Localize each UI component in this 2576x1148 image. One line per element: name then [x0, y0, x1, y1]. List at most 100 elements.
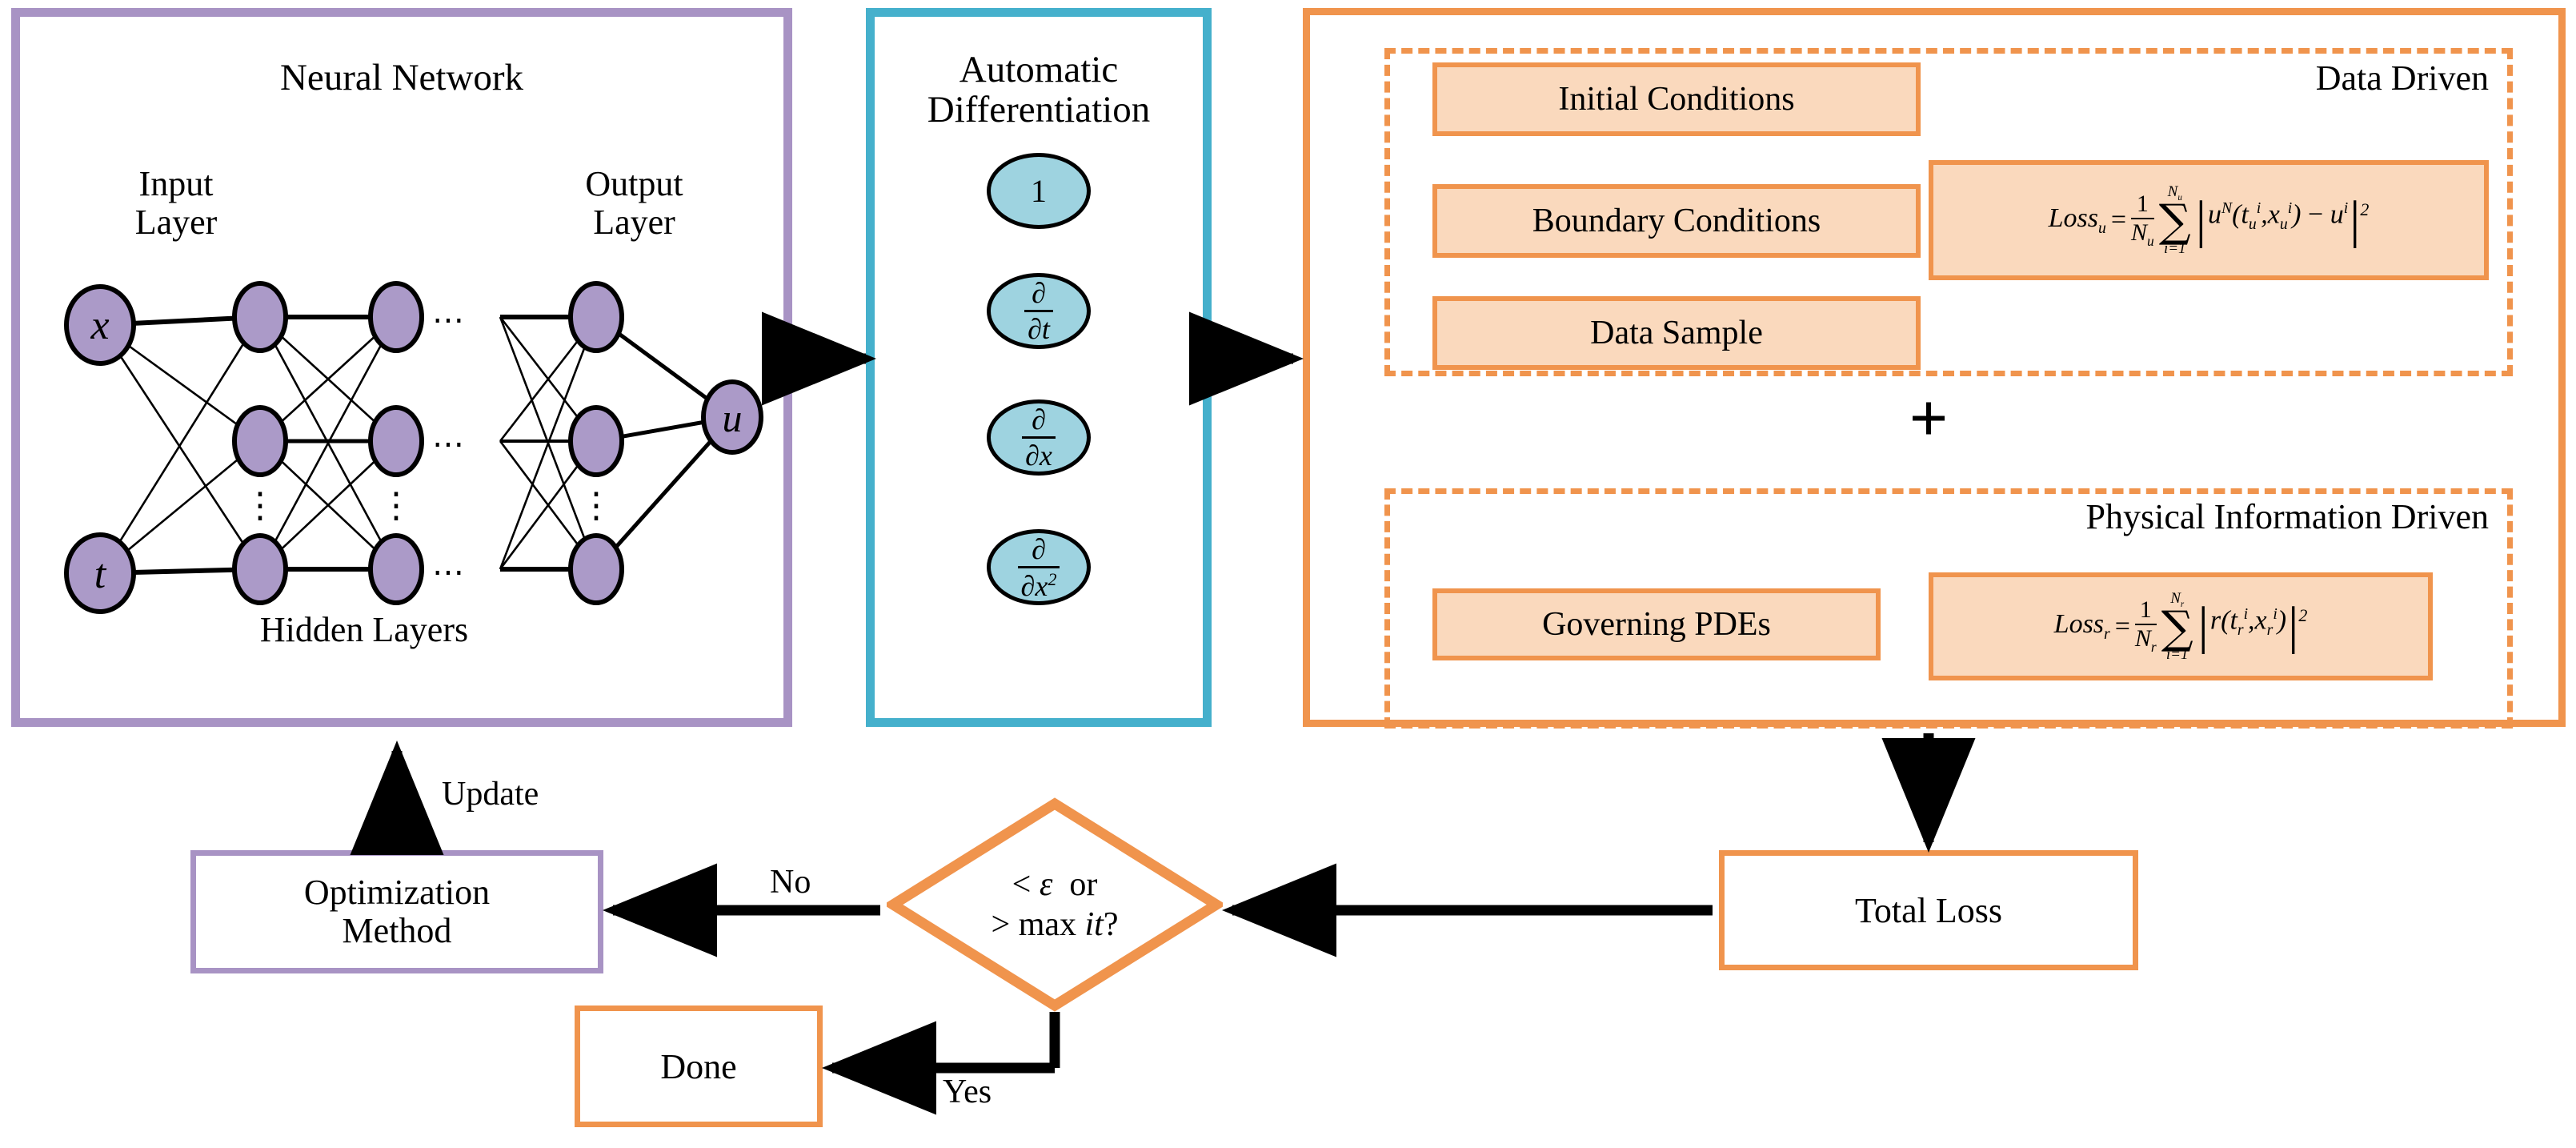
ad-d-dx2-exponent: 2: [1048, 568, 1057, 589]
loss-r-frac-num: 1: [2139, 596, 2152, 624]
ad-d-dt-numerator: ∂: [1032, 277, 1046, 309]
fraction-bar-icon: [2131, 217, 2154, 219]
ad-d-dx-numerator: ∂: [1032, 403, 1046, 436]
hidden-node-3-1: [568, 281, 624, 353]
ad-operator-identity: 1: [987, 153, 1091, 229]
optimization-method-box[interactable]: Optimization Method: [190, 850, 603, 973]
loss-r-sum-upper: Nr: [2170, 589, 2185, 609]
input-node-t: [64, 532, 136, 614]
ad-d-dx2-numerator: ∂: [1032, 532, 1046, 565]
ad-d-dx-denominator: ∂x: [1025, 440, 1052, 472]
physical-information-driven-title: Physical Information Driven: [2085, 497, 2489, 536]
epsilon-symbol: ε: [1039, 865, 1053, 903]
hidden-node-1-2: [232, 405, 288, 477]
loss-u-formula-box: Lossu = 1 Nu Nu ∑ i=1 | uN(tui,xui) − ui…: [1929, 160, 2489, 280]
decision-line-1: < ε or: [1012, 865, 1098, 903]
loss-u-equals: =: [2110, 205, 2127, 235]
loss-u-sum-upper: Nu: [2167, 183, 2182, 203]
iteration-symbol: it: [1084, 906, 1104, 943]
input-node-x: [64, 284, 136, 366]
fraction-bar-icon: [1017, 565, 1060, 568]
input-node-x-label: x: [90, 303, 109, 348]
ad-operator-d-dt: ∂ ∂t: [987, 273, 1091, 349]
horizontal-ellipsis-icon-3: ⋯: [432, 554, 464, 590]
hidden-layers-label: Hidden Layers: [259, 610, 469, 649]
loss-r-abs-group: | r(tri,xri) | 2: [2197, 596, 2308, 656]
loss-r-fraction: 1 Nr: [2134, 596, 2157, 656]
hidden-node-2-2: [368, 405, 424, 477]
decision-line-2: > max it?: [991, 906, 1119, 943]
fraction-bar-icon: [1024, 310, 1053, 312]
hidden-node-2-1: [368, 281, 424, 353]
input-layer-label-line2: Layer: [134, 202, 218, 242]
edge-label-yes: Yes: [943, 1074, 992, 1110]
input-layer-label-line1: Input: [138, 164, 214, 203]
hidden-node-3-3: [568, 533, 624, 605]
ad-operator-d-dx2-fraction: ∂ ∂x2: [1017, 532, 1060, 602]
neural-network-panel: Neural Network Input Layer Output Layer: [11, 8, 792, 727]
ad-operator-d-dx: ∂ ∂x: [987, 399, 1091, 476]
horizontal-ellipsis-icon-2: ⋯: [432, 426, 464, 462]
abs-bar-icon-left: |: [2195, 190, 2206, 249]
output-layer-label-line2: Layer: [593, 202, 675, 242]
loss-r-equals: =: [2114, 611, 2130, 641]
ad-title-line1: Automatic: [959, 49, 1119, 90]
fraction-bar-icon: [2134, 624, 2157, 626]
fraction-bar-icon: [1022, 436, 1056, 439]
abs-bar-icon-left: |: [2197, 596, 2209, 656]
loss-u-fraction: 1 Nu: [2131, 190, 2154, 249]
done-box[interactable]: Done: [575, 1006, 823, 1127]
ad-operator-d-dt-fraction: ∂ ∂t: [1024, 279, 1053, 343]
nn-nodes: x t u: [64, 281, 763, 614]
loss-u-frac-den: Nu: [2131, 219, 2154, 249]
ad-d-dx2-denominator: ∂x2: [1020, 568, 1057, 602]
ad-d-dt-denominator: ∂t: [1028, 313, 1050, 345]
total-loss-box[interactable]: Total Loss: [1719, 850, 2138, 970]
summation-icon: ∑: [2161, 601, 2193, 654]
loss-u-exponent: 2: [2360, 199, 2370, 219]
output-node-u-label: u: [723, 395, 743, 440]
loss-u-body: uN(tui,xui) − ui: [2207, 199, 2349, 233]
input-node-t-label: t: [94, 552, 107, 597]
nn-ellipses: ⋯ ⋯ ⋯ ⋮ ⋮ ⋮: [242, 302, 614, 590]
loss-r-frac-den: Nr: [2134, 625, 2157, 656]
output-node-u: [701, 379, 763, 455]
initial-conditions-box[interactable]: Initial Conditions: [1432, 62, 1921, 136]
abs-bar-icon-right: |: [2288, 596, 2299, 656]
vertical-ellipsis-icon-3: ⋮: [579, 486, 614, 525]
plus-operator: +: [1909, 379, 1949, 456]
physical-information-driven-group: [1384, 488, 2513, 729]
loss-u-summation: Nu ∑ i=1: [2159, 184, 2191, 255]
vertical-ellipsis-icon-1: ⋮: [242, 486, 278, 525]
output-layer-label-line1: Output: [585, 164, 683, 203]
loss-u-formula: Lossu = 1 Nu Nu ∑ i=1 | uN(tui,xui) − ui…: [2049, 184, 2370, 255]
hidden-node-1-3: [232, 533, 288, 605]
loss-r-body: r(tri,xri): [2209, 605, 2287, 640]
hidden-node-3-2: [568, 405, 624, 477]
loss-r-formula: Lossr = 1 Nr Nr ∑ i=1 | r(tri,xri) | 2: [2054, 591, 2308, 662]
automatic-differentiation-title: Automatic Differentiation: [875, 50, 1203, 130]
data-driven-title: Data Driven: [2315, 58, 2489, 98]
summation-icon: ∑: [2158, 195, 2191, 248]
ad-operator-d-dx2: ∂ ∂x2: [987, 529, 1091, 605]
boundary-conditions-box[interactable]: Boundary Conditions: [1432, 184, 1921, 258]
neural-network-title: Neural Network: [279, 57, 524, 98]
loss-u-lhs: Lossu: [2048, 203, 2106, 237]
automatic-differentiation-panel: Automatic Differentiation 1 ∂ ∂t ∂ ∂x ∂: [866, 8, 1212, 727]
loss-u-sum-lower: i=1: [2163, 239, 2186, 257]
convergence-decision-diamond[interactable]: < ε or > max it?: [883, 797, 1227, 1012]
decision-text: < ε or > max it?: [887, 797, 1223, 1012]
neural-network-graph: x t u ⋯ ⋯ ⋯ ⋮ ⋮ ⋮: [64, 281, 763, 614]
hidden-node-1-1: [232, 281, 288, 353]
governing-pdes-box[interactable]: Governing PDEs: [1432, 588, 1881, 660]
loss-u-frac-num: 1: [2136, 190, 2149, 217]
data-sample-box[interactable]: Data Sample: [1432, 296, 1921, 370]
hidden-node-2-3: [368, 533, 424, 605]
ad-operator-identity-label: 1: [1031, 173, 1047, 209]
loss-r-summation: Nr ∑ i=1: [2161, 591, 2193, 662]
horizontal-ellipsis-icon-1: ⋯: [432, 302, 464, 338]
input-layer-label: Input Layer: [96, 165, 256, 241]
loss-u-abs-group: | uN(tui,xui) − ui | 2: [2195, 190, 2370, 249]
ad-operator-d-dx-fraction: ∂ ∂x: [1022, 405, 1056, 470]
